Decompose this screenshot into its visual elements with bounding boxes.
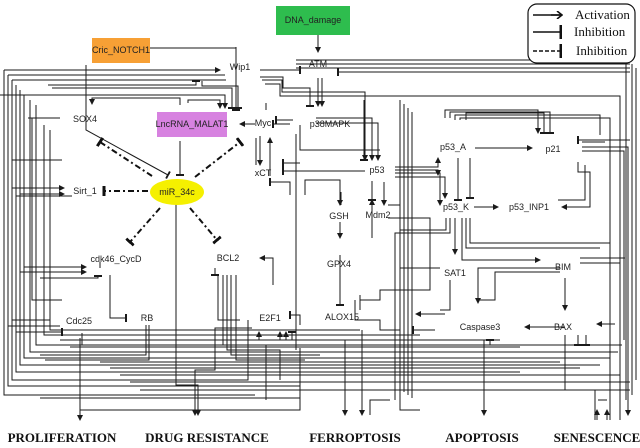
outcome-proliferation: PROLIFERATION	[8, 430, 117, 445]
node-mir-34c-label: miR_34c	[159, 187, 195, 197]
node-p53-k: p53_K	[443, 202, 469, 212]
outcome-labels: PROLIFERATION DRUG RESISTANCE FERROPTOSI…	[8, 430, 640, 445]
node-cric-notch1-label: Cric_NOTCH1	[92, 45, 150, 55]
node-sat1: SAT1	[444, 268, 466, 278]
node-mir-34c-ellipse	[150, 179, 204, 205]
node-myc: Myc	[255, 118, 272, 128]
node-dna-damage-label: DNA_damage	[285, 15, 342, 25]
node-atm: ATM	[309, 59, 327, 69]
node-lncrna-malat1: LncRNA_MALAT1	[156, 112, 229, 137]
node-lncrna-malat1-label: LncRNA_MALAT1	[156, 119, 229, 129]
outcome-drug-resistance: DRUG RESISTANCE	[145, 430, 269, 445]
node-caspase3: Caspase3	[460, 322, 501, 332]
node-bax: BAX	[554, 322, 572, 332]
node-p53: p53	[369, 165, 384, 175]
node-cric-notch1-box	[92, 38, 150, 63]
node-wip1: Wip1	[230, 62, 251, 72]
legend-label-inhibition-dashed: Inhibition	[576, 43, 628, 58]
node-gsh: GSH	[329, 211, 349, 221]
legend-item-activation: Activation	[533, 7, 630, 22]
node-bcl2: BCL2	[217, 253, 240, 263]
node-bim: BIM	[555, 262, 571, 272]
node-alox15: ALOX15	[325, 312, 359, 322]
node-p53-inp1: p53_INP1	[509, 202, 549, 212]
legend-item-inhibition: Inhibition	[533, 24, 626, 39]
legend: Activation Inhibition Inhibition	[527, 3, 636, 64]
node-e2f1: E2F1	[259, 313, 281, 323]
wiring-layer	[0, 45, 637, 421]
legend-label-inhibition: Inhibition	[574, 24, 626, 39]
node-xct: xCT	[255, 168, 272, 178]
mir34c-inhibition-edges	[96, 136, 245, 247]
node-lncrna-malat1-box	[157, 112, 227, 137]
node-cdk46-cycd: cdk46_CycD	[90, 254, 142, 264]
node-rb: RB	[141, 313, 154, 323]
node-p38mapk: p38MAPK	[310, 119, 351, 129]
legend-item-inhibition-dashed: Inhibition	[533, 43, 628, 58]
node-p53-a: p53_A	[440, 142, 466, 152]
outcome-senescence: SENESCENCE	[554, 430, 640, 445]
node-dna-damage: DNA_damage	[276, 6, 350, 35]
outcome-ferroptosis: FERROPTOSIS	[309, 430, 401, 445]
legend-label-activation: Activation	[575, 7, 630, 22]
node-mdm2: Mdm2	[365, 210, 390, 220]
node-sox4: SOX4	[73, 114, 97, 124]
outcome-apoptosis: APOPTOSIS	[445, 430, 518, 445]
node-sirt-1: Sirt_1	[73, 186, 97, 196]
node-cdc25: Cdc25	[66, 316, 92, 326]
node-gpx4: GPX4	[327, 259, 351, 269]
node-dna-damage-box	[276, 6, 350, 35]
node-mir-34c: miR_34c	[150, 179, 204, 205]
node-p21: p21	[545, 144, 560, 154]
node-cric-notch1: Cric_NOTCH1	[92, 38, 150, 63]
